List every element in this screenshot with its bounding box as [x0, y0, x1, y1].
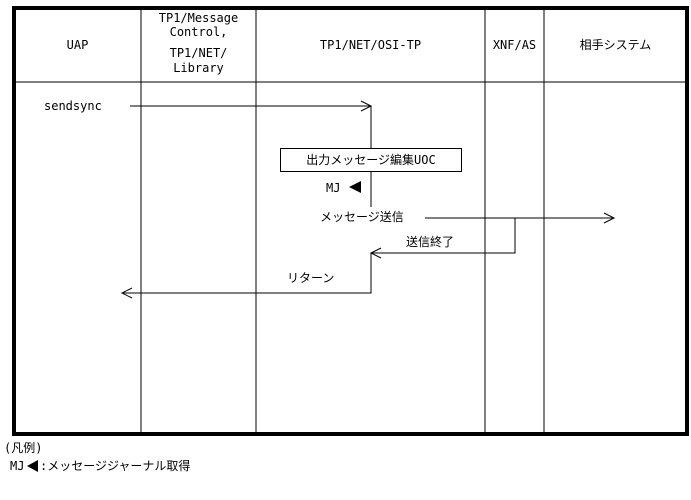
- header-tp1-line1: TP1/Message: [158, 11, 239, 25]
- return-arrowhead: [120, 287, 133, 299]
- header-osi-tp: TP1/NET/OSI-TP: [319, 38, 422, 52]
- legend-title: (凡例): [4, 441, 43, 455]
- header-xnf-as: XNF/AS: [492, 38, 537, 52]
- return-label: リターン: [287, 271, 335, 285]
- header-uap: UAP: [66, 38, 89, 52]
- send-complete-path: [371, 218, 516, 254]
- header-tp1-line4: Library: [173, 61, 224, 75]
- header-tp1-line3: TP1/NET/: [169, 46, 228, 60]
- sendsync-label: sendsync: [44, 99, 102, 113]
- outer-frame: [12, 6, 689, 436]
- mj-marker-icon: [349, 181, 361, 193]
- send-complete-label: 送信終了: [406, 235, 455, 249]
- uoc-box: 出力メッセージ編集UOC: [280, 148, 462, 172]
- message-send-arrowhead: [603, 212, 616, 224]
- header-remote-system: 相手システム: [579, 38, 652, 52]
- legend-mj-prefix: MJ: [10, 459, 25, 473]
- legend-mj-icon: [27, 460, 38, 472]
- message-send-label: メッセージ送信: [320, 210, 404, 224]
- return-path: [122, 253, 372, 294]
- legend-mj-description: :メッセージジャーナル取得: [40, 459, 191, 473]
- mj-label: MJ: [326, 181, 341, 195]
- header-tp1-line2: Control,: [169, 25, 228, 39]
